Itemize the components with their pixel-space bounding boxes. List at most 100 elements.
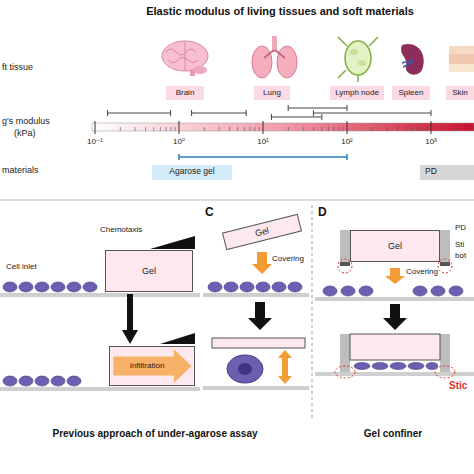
pdms-wall: [340, 230, 350, 266]
axis-unit: (kPa): [14, 128, 36, 138]
art-shape: [51, 376, 65, 386]
art-shape: [338, 37, 378, 82]
art-shape: [449, 286, 463, 296]
node-text: Gel: [254, 225, 270, 238]
nucleus: [238, 363, 252, 375]
tissue-label: Brain: [166, 86, 204, 100]
art-shape: [256, 282, 270, 292]
row-label: ft tissue: [2, 62, 33, 72]
tissue-label: Lung: [254, 86, 290, 100]
node-text: Brain: [176, 88, 195, 97]
panel-letter: D: [318, 206, 327, 220]
art-shape: [350, 49, 358, 55]
art-shape: [240, 282, 254, 292]
art-shape: [272, 282, 286, 292]
glass-slide: [0, 293, 200, 297]
art-shape: [288, 282, 302, 292]
port-label: Cell inlet: [6, 262, 37, 271]
node-text: Gel: [142, 266, 156, 276]
covering-arrow: [385, 268, 405, 284]
node-text: Agarose gel: [169, 167, 214, 177]
art-shape: [277, 46, 297, 78]
art-shape: [3, 376, 17, 386]
node-text: Lung: [263, 88, 281, 97]
gel-plate: [212, 338, 305, 348]
art-shape: [413, 286, 427, 296]
art-shape: [313, 110, 431, 116]
infiltration-arrow: [113, 349, 191, 383]
art-shape: [345, 41, 371, 75]
art-shape: [252, 46, 272, 78]
glass-slide: [203, 293, 309, 297]
sticky-marker: [335, 366, 355, 378]
spleen-icon: [401, 44, 424, 75]
cell: [3, 282, 97, 292]
art-shape: [358, 60, 366, 66]
axis-title: g's modulus: [2, 116, 50, 126]
art-shape: [264, 50, 285, 58]
spacer: [416, 420, 474, 421]
art-shape: [35, 282, 49, 292]
sticky-bottom: [340, 262, 350, 266]
lymph-node-icon: [338, 37, 378, 82]
art-shape: [402, 60, 413, 67]
art-shape: [19, 376, 33, 386]
tissue-label: Skin: [446, 86, 474, 100]
gel-block: Gel: [105, 250, 193, 292]
art-shape: [449, 54, 474, 64]
glass-slide: [203, 386, 309, 390]
tick-label: 10⁻¹: [87, 137, 103, 146]
section-caption: Previous approach of under-agarose assay: [52, 428, 257, 440]
tick-label: 10³: [425, 137, 437, 146]
art-shape: [449, 64, 474, 72]
art-shape: [372, 363, 388, 370]
row-label: materials: [2, 165, 39, 175]
art-shape: [51, 282, 65, 292]
cell: [227, 355, 263, 383]
minor-tick: [120, 127, 471, 131]
step-arrow: [248, 302, 272, 330]
node-text: Infiltration: [130, 361, 165, 370]
tick-label: 10¹: [257, 137, 269, 146]
art-shape: [449, 46, 474, 54]
material-label: Agarose gel: [152, 165, 232, 180]
art-shape: [83, 282, 97, 292]
art-shape: [272, 36, 277, 52]
separator: [312, 205, 313, 420]
art-shape: [192, 110, 247, 116]
tick-label: 10²: [341, 137, 353, 146]
node-text: Spleen: [399, 88, 424, 97]
node-text: PD: [425, 167, 437, 177]
art-shape: [35, 376, 49, 386]
gel-plate: [350, 334, 440, 360]
figure-title: Elastic modulus of living tissues and so…: [146, 5, 414, 18]
gel-block: Gel: [350, 230, 440, 262]
node-text: Skin: [452, 88, 468, 97]
art-shape: [208, 282, 222, 292]
gel-block: Infiltration: [109, 346, 195, 386]
pdms-wall: [440, 230, 450, 266]
cell: [208, 282, 302, 292]
art-shape: [408, 363, 424, 370]
art-shape: [323, 286, 337, 296]
material-label: PD: [420, 165, 474, 180]
art-shape: [3, 282, 17, 292]
part-label: PD: [455, 223, 466, 232]
sticky-marker: [438, 259, 452, 273]
art-shape: [354, 363, 370, 370]
cell: [354, 363, 438, 370]
part-label: bot: [455, 251, 466, 260]
cell: [323, 286, 463, 296]
skin-icon: [449, 46, 474, 72]
gradient-wedge: [160, 333, 195, 344]
art-shape: [67, 376, 81, 386]
art-shape: [288, 105, 347, 111]
cell: [3, 376, 81, 386]
node-text: Lymph node: [335, 88, 379, 97]
node-text: Gel: [388, 241, 402, 251]
lung-icon: [252, 36, 297, 78]
panel-letter: C: [205, 206, 214, 220]
art-shape: [271, 114, 321, 120]
art-shape: [390, 363, 406, 370]
covering-arrow: [252, 252, 272, 274]
